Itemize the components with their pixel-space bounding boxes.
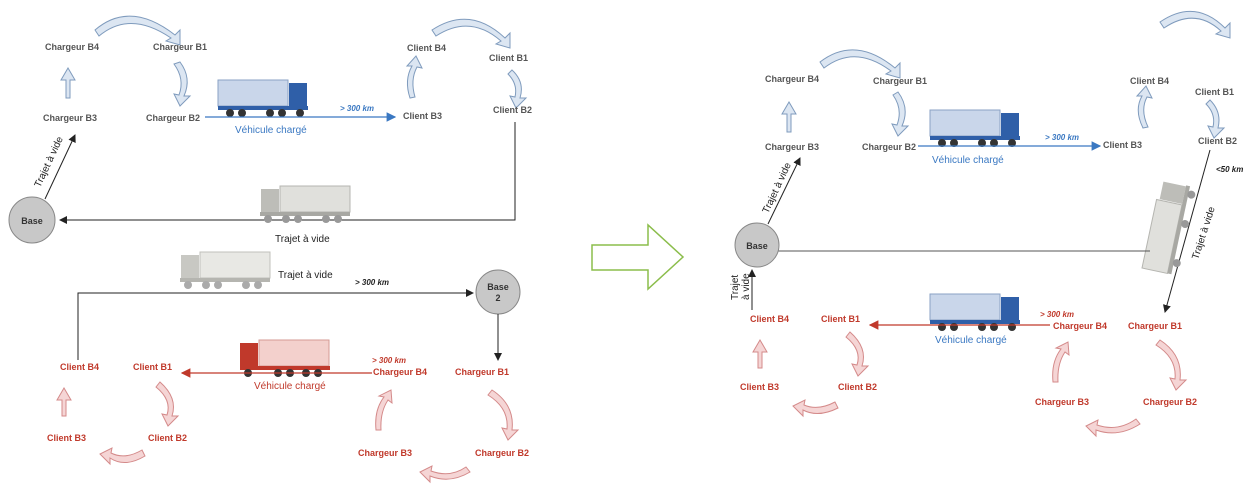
client-b2-label: Client B2 [148, 433, 187, 443]
client-b2-label: Client B2 [1198, 136, 1237, 146]
chargeur-b3-label: Chargeur B3 [43, 113, 97, 123]
distance-label: > 300 km [1040, 310, 1074, 319]
client-b2-label: Client B2 [493, 105, 532, 115]
client-b3-label: Client B3 [740, 382, 779, 392]
chargeur-b3-label: Chargeur B3 [358, 448, 412, 458]
base-node [8, 196, 56, 244]
distance-label: > 300 km [1045, 133, 1079, 142]
curved-arrow-icon [792, 399, 839, 418]
curved-arrow-icon [1159, 10, 1231, 39]
distance-side-label: <50 km [1216, 165, 1243, 174]
client-b4-label: Client B4 [60, 362, 99, 372]
base2-node [475, 269, 521, 315]
client-b1-label: Client B1 [821, 314, 860, 324]
distance-label: > 300 km [372, 356, 406, 365]
vehicle-loaded-label: Véhicule chargé [235, 125, 307, 136]
client-b2-label: Client B2 [838, 382, 877, 392]
empty-trip-diag-label: Trajet à vide [33, 135, 66, 190]
chargeur-b2-label: Chargeur B2 [1143, 397, 1197, 407]
empty-trip-label: Trajet à vide [278, 270, 333, 281]
chargeur-b4-label: Chargeur B4 [765, 74, 819, 84]
curved-arrow-icon [60, 67, 76, 99]
curved-arrow-icon [1135, 85, 1153, 129]
client-b1-label: Client B1 [489, 53, 528, 63]
chargeur-b2-label: Chargeur B2 [475, 448, 529, 458]
curved-arrow-icon [1085, 418, 1141, 438]
empty-trip-arrow [77, 289, 474, 360]
client-b1-label: Client B1 [133, 362, 172, 372]
left-bottom-section: Trajet à vide > 300 km Base 2 > 300 km V… [47, 251, 529, 484]
empty-trip-arrow [44, 134, 76, 200]
empty-trip-left-label-2: à vide [741, 273, 752, 300]
curved-arrow-icon [1052, 341, 1070, 383]
curved-arrow-icon [781, 101, 797, 133]
client-b3-label: Client B3 [1103, 140, 1142, 150]
client-b4-label: Client B4 [1130, 76, 1169, 86]
client-b3-label: Client B3 [47, 433, 86, 443]
base-node [734, 222, 780, 268]
distance-label: > 300 km [340, 104, 374, 113]
vehicle-loaded-label: Véhicule chargé [932, 155, 1004, 166]
truck-icon [217, 79, 308, 117]
curved-arrow-icon [891, 91, 910, 137]
chargeur-b2-label: Chargeur B2 [146, 113, 200, 123]
truck-icon [260, 185, 351, 223]
chargeur-b3-label: Chargeur B3 [1035, 397, 1089, 407]
curved-arrow-icon [1205, 99, 1226, 139]
chargeur-b1-label: Chargeur B1 [153, 42, 207, 52]
curved-arrow-icon [845, 331, 870, 377]
distance-label: > 300 km [355, 278, 389, 287]
base2-label: Base [487, 282, 509, 292]
empty-trip-label: Trajet à vide [275, 234, 330, 245]
right-section: Chargeur B4 Chargeur B1 Chargeur B3 Char… [730, 10, 1243, 438]
curved-arrow-icon [819, 49, 901, 79]
client-b4-label: Client B4 [750, 314, 789, 324]
vehicle-loaded-label: Véhicule chargé [254, 381, 326, 392]
empty-trip-arrow [1163, 149, 1211, 313]
empty-trip-diag-label: Trajet à vide [761, 161, 794, 216]
base-label: Base [746, 241, 768, 251]
empty-return-arrow [59, 122, 516, 224]
curved-arrow-icon [375, 389, 393, 431]
client-b1-label: Client B1 [1195, 87, 1234, 97]
chargeur-b3-label: Chargeur B3 [765, 142, 819, 152]
empty-trip-right-label: Trajet à vide [1190, 205, 1217, 261]
chargeur-b4-label: Chargeur B4 [45, 42, 99, 52]
curved-arrow-icon [487, 389, 520, 441]
base-label: Base [21, 216, 43, 226]
left-top-section: Chargeur B4 Chargeur B1 Chargeur B3 Char… [8, 15, 532, 245]
curved-arrow-icon [173, 61, 192, 107]
client-b3-label: Client B3 [403, 111, 442, 121]
chargeur-b1-label: Chargeur B1 [455, 367, 509, 377]
curved-arrow-icon [405, 55, 423, 99]
vehicle-loaded-label: Véhicule chargé [935, 335, 1007, 346]
truck-icon [180, 251, 271, 289]
curved-arrow-icon [507, 69, 528, 109]
transition-arrow-icon [591, 223, 685, 291]
client-b4-label: Client B4 [407, 43, 446, 53]
empty-trip-arrow [767, 157, 801, 225]
truck-icon [240, 339, 330, 377]
curved-arrow-icon [94, 15, 181, 46]
curved-arrow-icon [431, 18, 511, 49]
truck-icon [1141, 181, 1196, 275]
curved-arrow-icon [56, 387, 72, 417]
base2-number: 2 [495, 293, 500, 303]
curved-arrow-icon [419, 465, 471, 484]
truck-icon [929, 109, 1020, 147]
curved-arrow-icon [1155, 339, 1188, 391]
chargeur-b1-label: Chargeur B1 [873, 76, 927, 86]
chargeur-b4-label: Chargeur B4 [373, 367, 427, 377]
curved-arrow-icon [155, 381, 180, 427]
curved-arrow-icon [99, 447, 146, 466]
empty-trip-left-label-1: Trajet [730, 275, 741, 300]
chargeur-b2-label: Chargeur B2 [862, 142, 916, 152]
chargeur-b4-label: Chargeur B4 [1053, 321, 1107, 331]
curved-arrow-icon [752, 339, 768, 369]
chargeur-b1-label: Chargeur B1 [1128, 321, 1182, 331]
